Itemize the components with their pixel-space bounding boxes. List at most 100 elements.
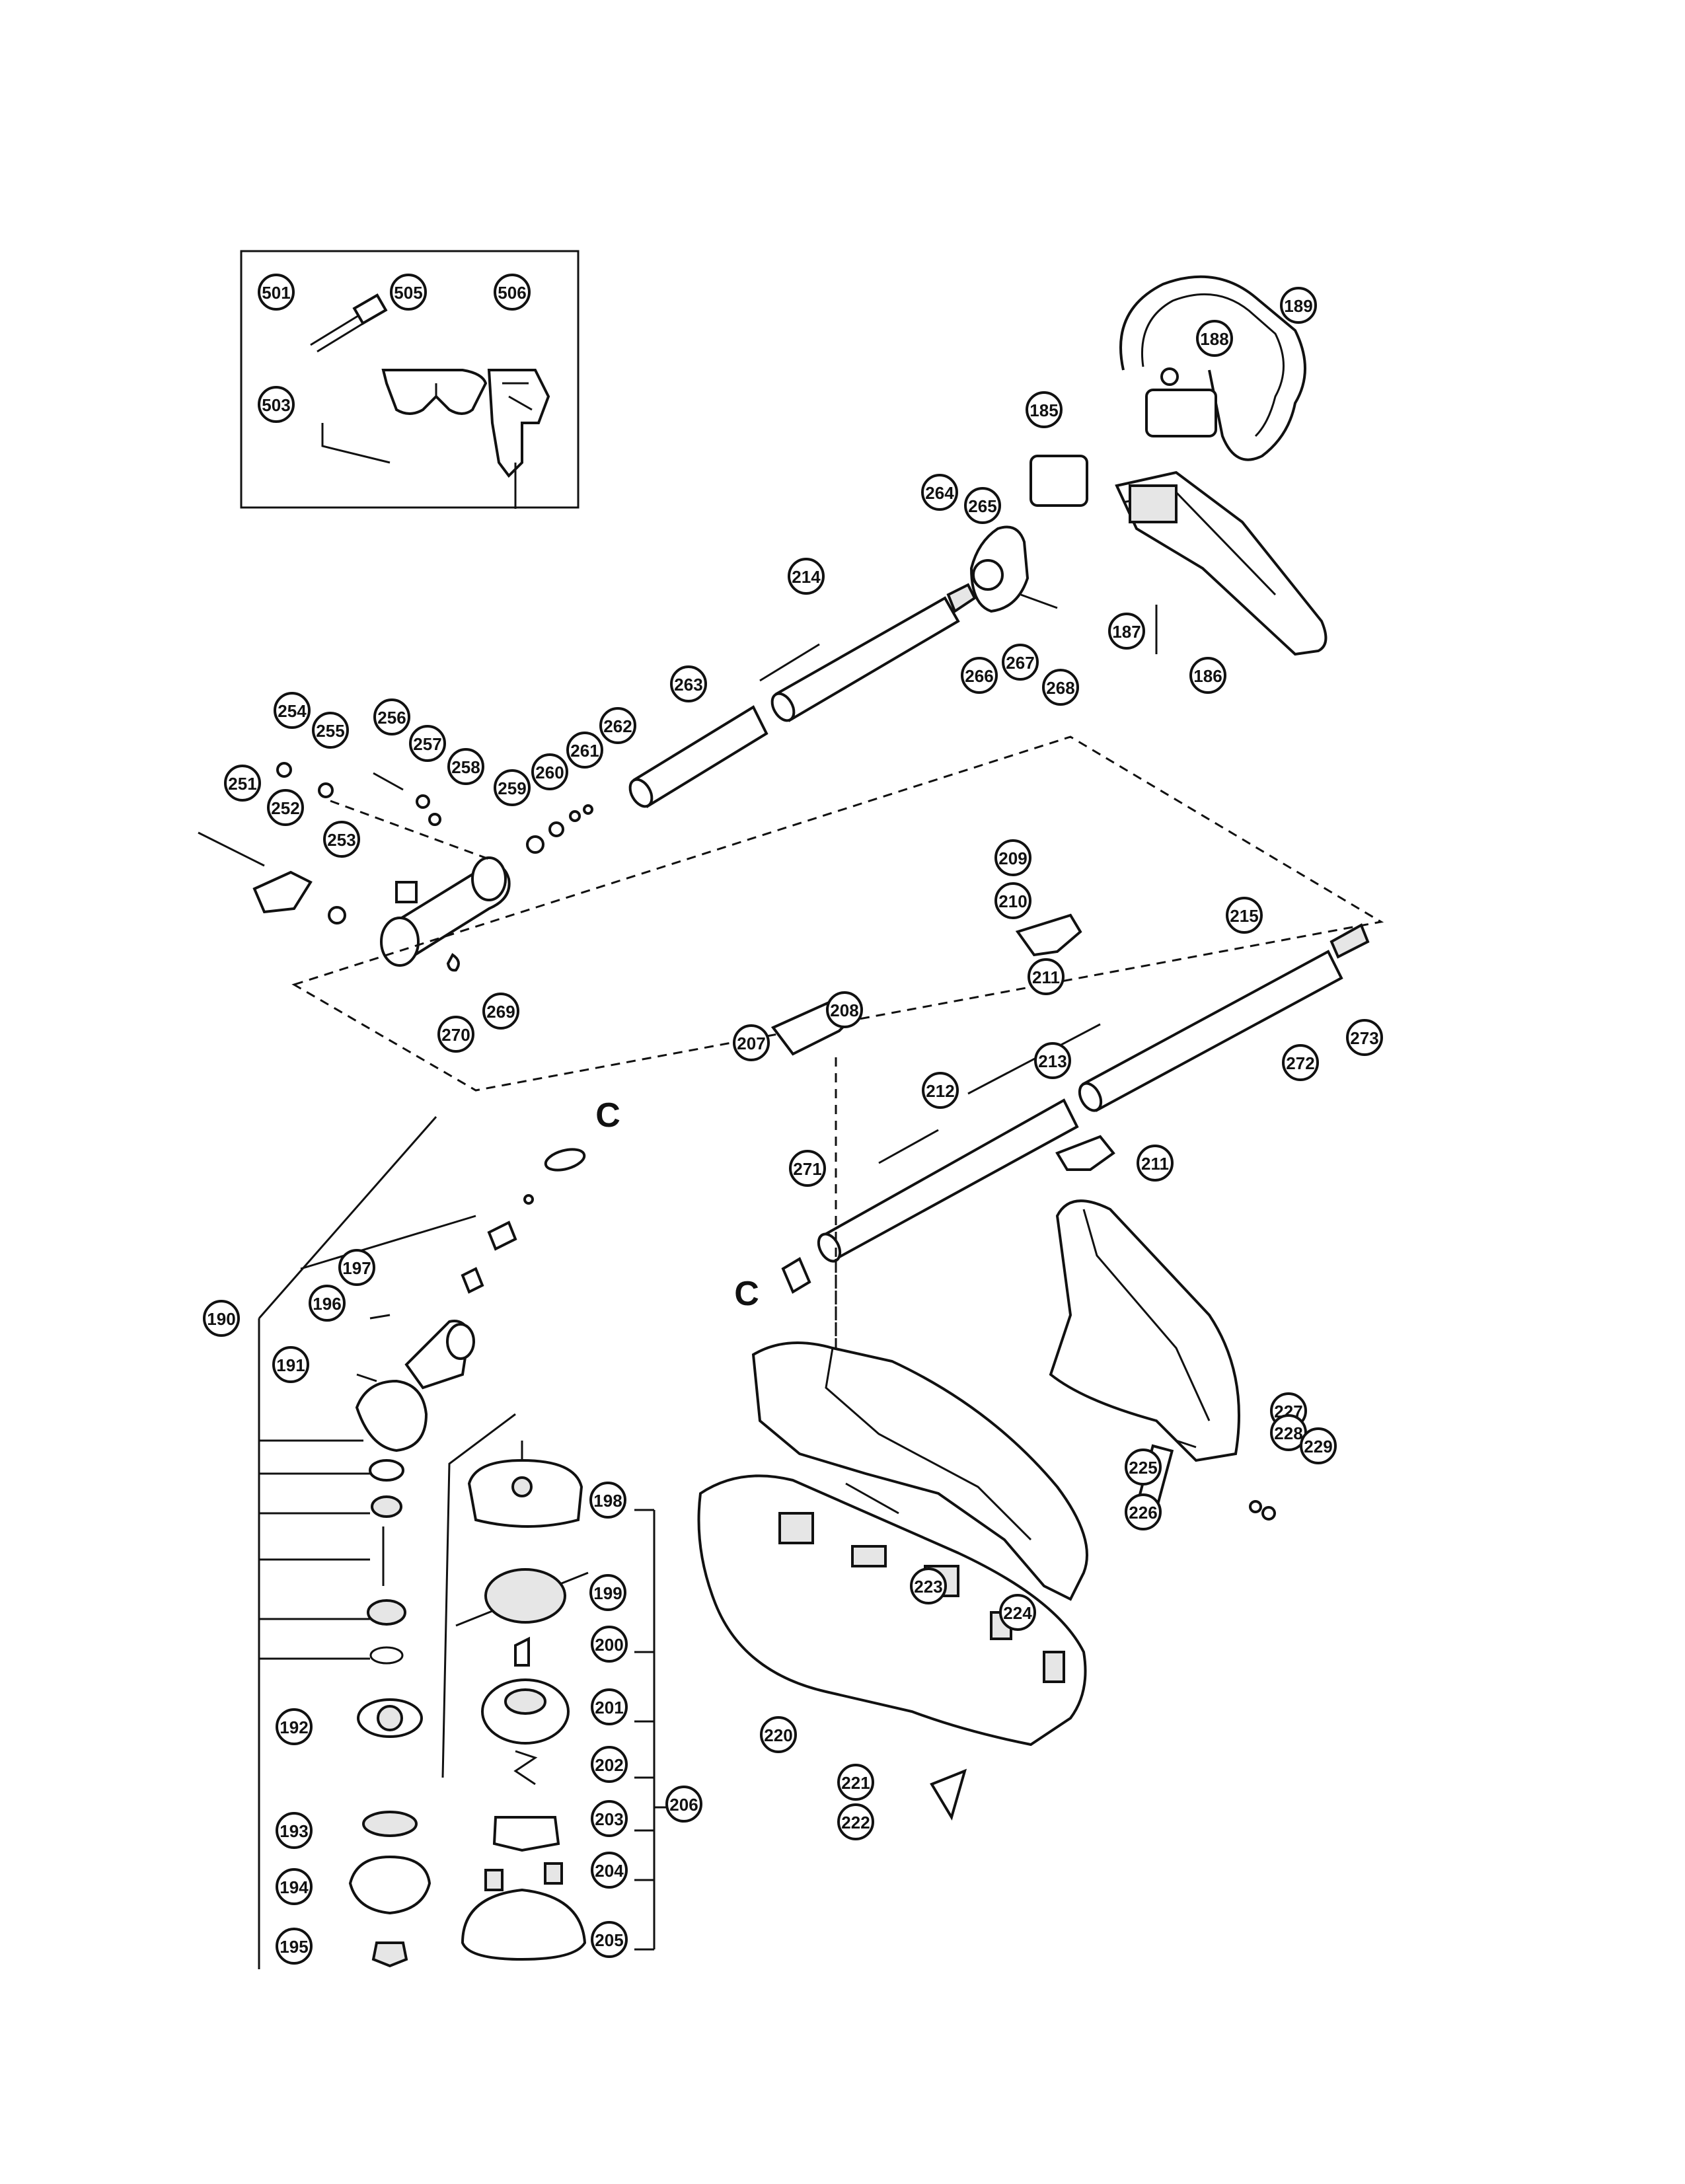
shaft-joint-clamp	[198, 762, 593, 972]
callout-label: 257	[413, 734, 441, 754]
callout-191: 191	[272, 1346, 309, 1383]
callout-label: 211	[1032, 967, 1060, 987]
connection-letter: C	[734, 1275, 759, 1313]
callout-label: 196	[313, 1294, 341, 1314]
callout-label: 253	[327, 830, 356, 850]
callout-circle	[589, 1574, 626, 1611]
callout-circle	[309, 1285, 346, 1322]
callout-label: 252	[271, 798, 299, 818]
callout-circle	[788, 558, 825, 595]
callout-circle	[1226, 897, 1263, 934]
callout-circle	[1028, 958, 1065, 995]
callout-circle	[272, 1346, 309, 1383]
callout-circle	[910, 1567, 947, 1604]
lower-shaft-assembly	[770, 913, 1370, 1348]
callout-208: 208	[826, 991, 863, 1028]
callout-label: 212	[926, 1081, 954, 1101]
callout-229: 229	[1300, 1427, 1337, 1464]
trimmer-head-assembly	[455, 1441, 589, 1961]
accessories-frame	[240, 250, 580, 509]
callout-label: 208	[830, 1000, 858, 1020]
callout-label: 214	[792, 567, 821, 587]
callout-label: 186	[1193, 666, 1222, 686]
callout-circle	[1108, 613, 1145, 650]
callout-circle	[1125, 1493, 1162, 1530]
callout-label: 505	[394, 283, 422, 303]
callout-200: 200	[591, 1626, 628, 1663]
callout-label: 187	[1112, 622, 1141, 642]
callout-189: 189	[1280, 287, 1317, 324]
callout-label: 263	[674, 675, 702, 695]
callout-270: 270	[437, 1016, 474, 1053]
callout-circle	[837, 1764, 874, 1801]
callout-205: 205	[591, 1921, 628, 1958]
callout-label: 201	[595, 1698, 623, 1717]
callout-circle	[1026, 391, 1063, 428]
callout-196: 196	[309, 1285, 346, 1322]
callout-273: 273	[1346, 1019, 1383, 1056]
callout-187: 187	[1108, 613, 1145, 650]
callout-263: 263	[670, 665, 707, 702]
upper-shaft-assembly	[628, 525, 1058, 808]
callout-225: 225	[1125, 1449, 1162, 1486]
shoulder-harness-clip-part	[487, 369, 550, 509]
callout-label: 215	[1230, 906, 1258, 926]
callout-circle	[494, 769, 531, 806]
callout-label: 220	[764, 1725, 792, 1745]
callout-circle	[1189, 657, 1226, 694]
callout-label: 259	[498, 778, 526, 798]
callout-circle	[258, 386, 295, 423]
callout-label: 191	[276, 1355, 305, 1375]
callout-label: 190	[207, 1309, 235, 1329]
callout-label: 210	[998, 891, 1027, 911]
cutter-guard-assembly	[697, 1199, 1276, 1821]
callout-label: 205	[595, 1930, 623, 1950]
letter-layer: CC	[595, 1096, 759, 1313]
callout-label: 197	[342, 1258, 371, 1278]
callout-193: 193	[276, 1812, 313, 1849]
callout-272: 272	[1282, 1044, 1319, 1081]
callout-188: 188	[1196, 320, 1233, 357]
callout-label: 270	[441, 1025, 470, 1045]
callout-label: 273	[1350, 1028, 1378, 1048]
callout-circle	[531, 753, 568, 790]
callout-circle	[409, 725, 446, 762]
callout-198: 198	[589, 1482, 626, 1519]
callout-circle	[323, 821, 360, 858]
callout-circle	[276, 1928, 313, 1965]
callout-213: 213	[1034, 1042, 1071, 1079]
callout-222: 222	[837, 1803, 874, 1840]
callout-267: 267	[1002, 644, 1039, 681]
callout-circle	[1002, 644, 1039, 681]
callout-label: 256	[377, 708, 406, 728]
callout-label: 226	[1129, 1503, 1157, 1523]
callout-194: 194	[276, 1868, 313, 1905]
callout-258: 258	[447, 748, 484, 785]
callout-label: 262	[603, 716, 632, 736]
callout-circle	[733, 1024, 770, 1061]
callout-212: 212	[922, 1072, 959, 1109]
callout-252: 252	[267, 789, 304, 826]
callout-206: 206	[665, 1786, 702, 1823]
callout-circle	[591, 1746, 628, 1783]
callout-circle	[224, 765, 261, 802]
callout-circle	[1300, 1427, 1337, 1464]
callout-circle	[589, 1482, 626, 1519]
callout-271: 271	[789, 1150, 826, 1187]
callout-265: 265	[964, 487, 1001, 524]
callout-label: 211	[1141, 1154, 1169, 1174]
callout-506: 506	[494, 274, 531, 311]
handle-assembly	[1030, 275, 1328, 656]
callout-label: 193	[280, 1821, 308, 1841]
callout-circle	[922, 1072, 959, 1109]
callout-195: 195	[276, 1928, 313, 1965]
callout-circle	[338, 1249, 375, 1286]
callout-label: 195	[280, 1937, 308, 1957]
callout-circle	[494, 274, 531, 311]
callout-circle	[1282, 1044, 1319, 1081]
callout-circle	[1280, 287, 1317, 324]
callout-label: 194	[280, 1877, 309, 1897]
callout-label: 503	[262, 395, 290, 415]
callout-190: 190	[203, 1300, 240, 1337]
